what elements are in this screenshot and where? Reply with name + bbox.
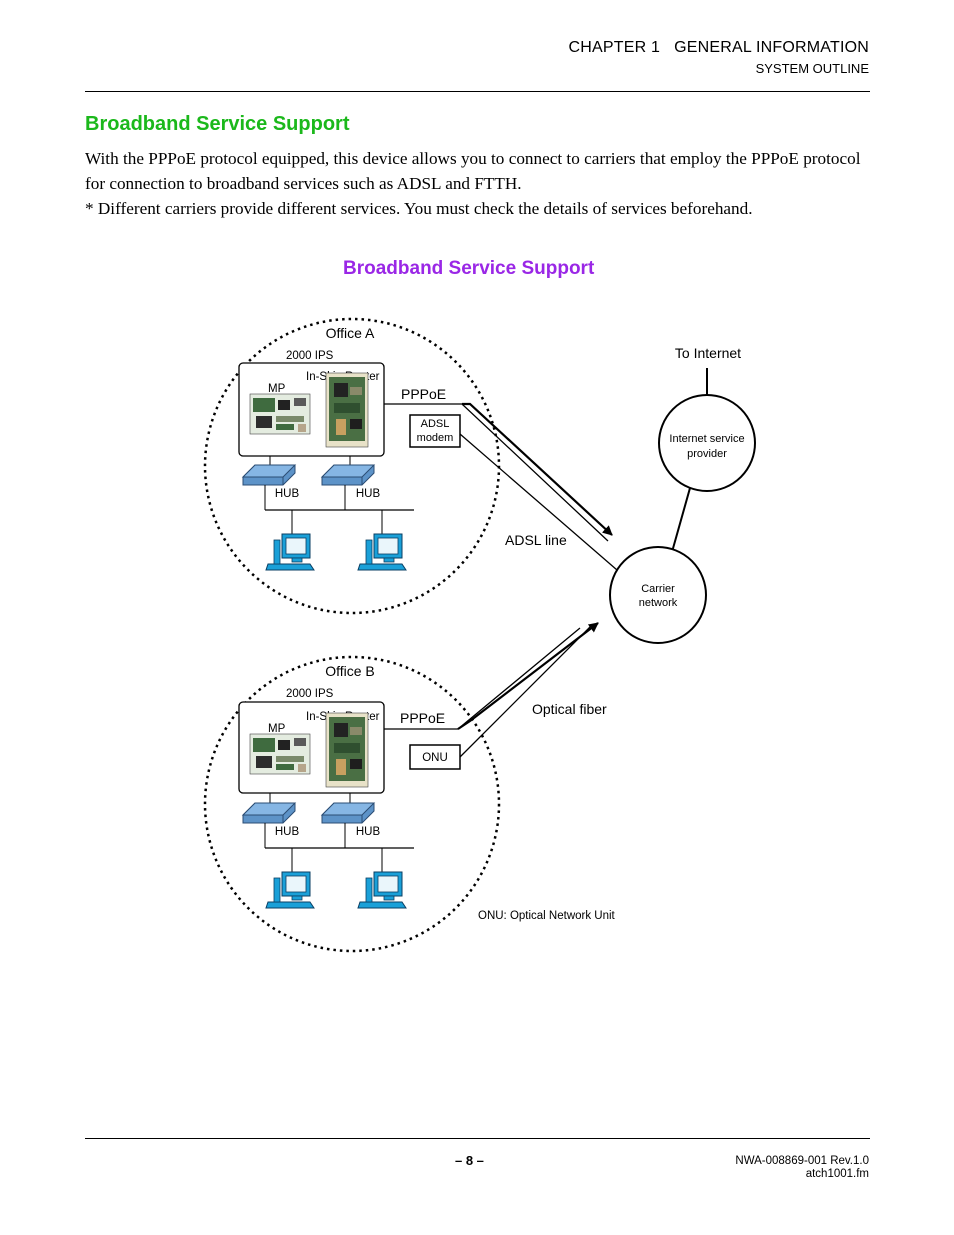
- office-a-hub-1-label: HUB: [275, 488, 300, 500]
- optical-fiber-line: [459, 626, 591, 758]
- section-title: Broadband Service Support: [85, 113, 350, 135]
- office-a-hub-2-label: HUB: [356, 488, 381, 500]
- office-b-hub-1-label: HUB: [275, 826, 300, 838]
- office-b-hub-2-label: HUB: [356, 826, 381, 838]
- body-text: With the PPPoE protocol equipped, this d…: [85, 146, 875, 221]
- office-b-hub-1: [242, 802, 296, 824]
- office-b-boundary: [203, 655, 501, 953]
- office-a-boundary: [203, 317, 501, 615]
- office-b-label: Office B: [325, 663, 375, 679]
- office-a-hub-2: [321, 464, 375, 486]
- footer-doc-info: NWA-008869-001 Rev.1.0 atch1001.fm: [735, 1155, 869, 1181]
- adsl-line: [459, 433, 618, 571]
- office-b-mp-board: [249, 733, 311, 775]
- body-paragraph: With the PPPoE protocol equipped, this d…: [85, 149, 861, 193]
- office-b-pc-1: [265, 871, 315, 909]
- body-note: * Different carriers provide different s…: [85, 199, 753, 218]
- file-name: atch1001.fm: [805, 1168, 869, 1180]
- optical-fiber-label: Optical fiber: [532, 701, 607, 717]
- office-a-mp-board: [249, 393, 311, 435]
- pppoe-b-arrow: [457, 622, 599, 730]
- header-rule: [85, 91, 870, 92]
- office-a-router-board: [325, 372, 369, 448]
- doc-id: NWA-008869-001 Rev.1.0: [735, 1155, 869, 1167]
- adsl-modem-line2: modem: [417, 432, 454, 444]
- office-b-hub-2: [321, 802, 375, 824]
- to-internet-label: To Internet: [675, 345, 741, 361]
- office-a-pc-1: [265, 533, 315, 571]
- onu-label: ONU: [422, 752, 448, 764]
- office-a-mp-label: MP: [268, 383, 286, 395]
- pppoe-a-arrow: [462, 402, 613, 536]
- office-a-pc-2: [357, 533, 407, 571]
- adsl-modem-box: [409, 414, 461, 448]
- carrier-node: [609, 546, 707, 644]
- office-a-hub-1: [242, 464, 296, 486]
- office-b-system: 2000 IPS: [286, 688, 334, 700]
- isp-line1: Internet service: [669, 433, 744, 445]
- carrier-line2: network: [639, 597, 678, 609]
- office-a-protocol: PPPoE: [401, 386, 446, 402]
- adsl-line-label: ADSL line: [505, 532, 567, 548]
- office-b-protocol: PPPoE: [400, 710, 445, 726]
- section-header: SYSTEM OUTLINE: [755, 61, 869, 76]
- page-number: – 8 –: [455, 1153, 484, 1168]
- isp-line2: provider: [687, 448, 727, 460]
- footer-rule: [85, 1138, 870, 1139]
- onu-legend: ONU: Optical Network Unit: [478, 910, 616, 922]
- office-a-system: 2000 IPS: [286, 350, 334, 362]
- carrier-line1: Carrier: [641, 583, 675, 595]
- isp-node: [658, 394, 756, 492]
- isp-carrier-link: [671, 487, 691, 553]
- office-a-label: Office A: [326, 325, 375, 341]
- office-b-router-board: [325, 712, 369, 788]
- office-b-pc-2: [357, 871, 407, 909]
- figure-title: Broadband Service Support: [343, 258, 595, 279]
- chapter-header: CHAPTER 1 GENERAL INFORMATION: [568, 39, 869, 56]
- office-b-mp-label: MP: [268, 723, 286, 735]
- adsl-modem-line1: ADSL: [421, 418, 450, 430]
